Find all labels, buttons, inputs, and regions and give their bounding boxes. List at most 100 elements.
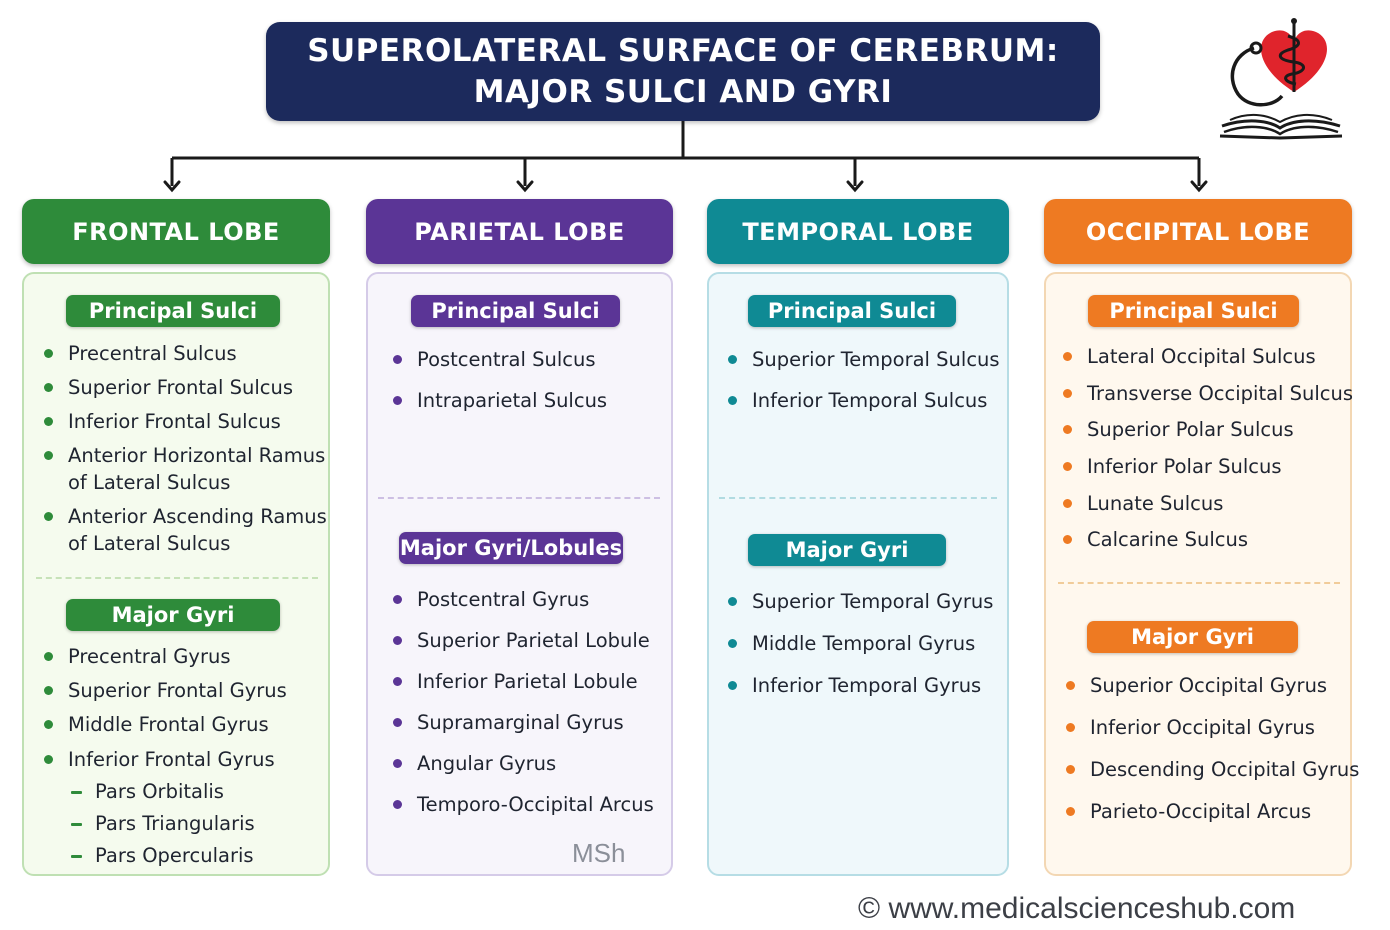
list-item: Parieto-Occipital Arcus	[1066, 798, 1311, 825]
list-item: Superior Temporal Sulcus	[728, 346, 1000, 373]
frontal-gyri-label: Major Gyri	[66, 599, 280, 631]
list-item: Lunate Sulcus	[1063, 490, 1223, 517]
list-item: Intraparietal Sulcus	[393, 387, 607, 414]
bullet-icon	[44, 720, 53, 729]
title-line-2: MAJOR SULCI AND GYRI	[473, 73, 893, 110]
list-item: Superior Occipital Gyrus	[1066, 672, 1327, 699]
parietal-gyri-label: Major Gyri/Lobules	[399, 532, 623, 564]
list-item: Middle Temporal Gyrus	[728, 630, 975, 657]
bullet-icon	[393, 636, 402, 645]
list-item: Superior Frontal Sulcus	[44, 374, 293, 401]
title-line-1: SUPEROLATERAL SURFACE OF CEREBRUM:	[307, 32, 1059, 69]
occipital-lobe-header: OCCIPITAL LOBE	[1044, 199, 1352, 264]
list-item: Middle Frontal Gyrus	[44, 711, 269, 738]
arrow-icon	[1190, 180, 1208, 193]
parietal-sulci-label: Principal Sulci	[411, 295, 620, 327]
list-item: Postcentral Gyrus	[393, 586, 589, 613]
bullet-icon	[393, 595, 402, 604]
watermark: MSh	[572, 838, 626, 868]
temporal-lobe-header: TEMPORAL LOBE	[707, 199, 1009, 264]
frontal-sulci-label: Principal Sulci	[66, 295, 280, 327]
bullet-icon	[44, 451, 53, 460]
bullet-icon	[1066, 807, 1075, 816]
list-item: Supramarginal Gyrus	[393, 709, 624, 736]
bullet-icon	[1063, 462, 1072, 471]
section-divider	[36, 577, 318, 579]
section-divider	[378, 497, 660, 499]
sub-list-item: Pars Triangularis	[71, 810, 255, 837]
bullet-icon	[728, 597, 737, 606]
bullet-icon	[1063, 535, 1072, 544]
list-item: Angular Gyrus	[393, 750, 556, 777]
list-item: Inferior Frontal Gyrus	[44, 746, 275, 773]
list-item: Superior Parietal Lobule	[393, 627, 650, 654]
parietal-lobe-panel	[366, 272, 673, 876]
list-item: Inferior Frontal Sulcus	[44, 408, 281, 435]
bullet-icon	[728, 355, 737, 364]
list-item: Superior Polar Sulcus	[1063, 416, 1294, 443]
list-item: Superior Temporal Gyrus	[728, 588, 993, 615]
bullet-icon	[44, 383, 53, 392]
connector-lines	[163, 121, 1208, 193]
section-divider	[719, 497, 997, 499]
frontal-lobe-panel	[22, 272, 330, 876]
sub-list-item: Pars Opercularis	[71, 842, 254, 869]
list-item: Inferior Temporal Sulcus	[728, 387, 987, 414]
list-item: Descending Occipital Gyrus	[1066, 756, 1359, 783]
list-item: Superior Frontal Gyrus	[44, 677, 287, 704]
list-item: Inferior Temporal Gyrus	[728, 672, 981, 699]
dash-icon	[71, 855, 82, 858]
list-item: Precentral Sulcus	[44, 340, 237, 367]
list-item: Inferior Polar Sulcus	[1063, 453, 1282, 480]
bullet-icon	[1066, 723, 1075, 732]
bullet-icon	[44, 686, 53, 695]
list-item: Precentral Gyrus	[44, 643, 231, 670]
list-item: Calcarine Sulcus	[1063, 526, 1248, 553]
bullet-icon	[44, 417, 53, 426]
dash-icon	[71, 823, 82, 826]
copyright-text: © www.medicalscienceshub.com	[858, 892, 1296, 925]
list-item: Transverse Occipital Sulcus	[1063, 380, 1353, 407]
frontal-lobe-header: FRONTAL LOBE	[22, 199, 330, 264]
bullet-icon	[393, 759, 402, 768]
bullet-icon	[728, 681, 737, 690]
temporal-gyri-label: Major Gyri	[748, 534, 946, 566]
bullet-icon	[393, 355, 402, 364]
occipital-lobe-panel	[1044, 272, 1352, 876]
dash-icon	[71, 791, 82, 794]
occipital-gyri-label: Major Gyri	[1087, 621, 1298, 653]
temporal-lobe-panel	[707, 272, 1009, 876]
bullet-icon	[1066, 681, 1075, 690]
bullet-icon	[728, 639, 737, 648]
bullet-icon	[393, 718, 402, 727]
list-item: Temporo-Occipital Arcus	[393, 791, 654, 818]
page-title: SUPEROLATERAL SURFACE OF CEREBRUM: MAJOR…	[266, 22, 1100, 121]
bullet-icon	[1066, 765, 1075, 774]
bullet-icon	[393, 677, 402, 686]
parietal-lobe-header: PARIETAL LOBE	[366, 199, 673, 264]
bullet-icon	[44, 512, 53, 521]
arrow-icon	[516, 180, 534, 193]
bullet-icon	[1063, 389, 1072, 398]
section-divider	[1058, 582, 1340, 584]
bullet-icon	[44, 652, 53, 661]
arrow-icon	[163, 180, 181, 193]
list-item: Inferior Occipital Gyrus	[1066, 714, 1315, 741]
bullet-icon	[44, 349, 53, 358]
list-item: Inferior Parietal Lobule	[393, 668, 638, 695]
bullet-icon	[728, 396, 737, 405]
temporal-sulci-label: Principal Sulci	[748, 295, 956, 327]
bullet-icon	[393, 800, 402, 809]
list-item: Postcentral Sulcus	[393, 346, 596, 373]
sub-list-item: Pars Orbitalis	[71, 778, 224, 805]
bullet-icon	[1063, 352, 1072, 361]
occipital-sulci-label: Principal Sulci	[1088, 295, 1299, 327]
heart-stethoscope-book-icon	[1219, 18, 1343, 140]
bullet-icon	[393, 396, 402, 405]
arrow-icon	[846, 180, 864, 193]
bullet-icon	[44, 755, 53, 764]
bullet-icon	[1063, 425, 1072, 434]
bullet-icon	[1063, 499, 1072, 508]
